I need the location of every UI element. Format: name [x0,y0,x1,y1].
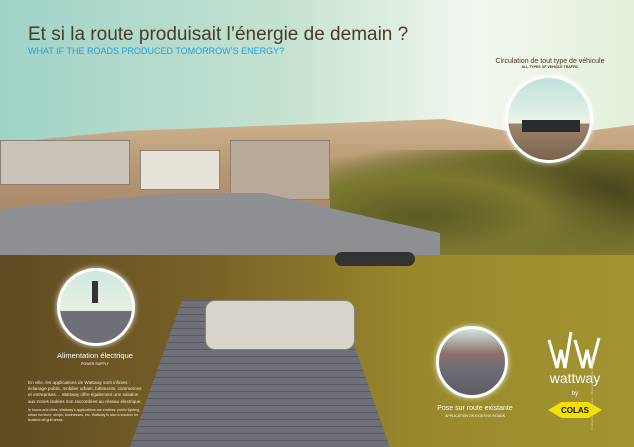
parking-building [205,300,355,350]
roads-callout-subtitle: APPLICATION ON EXISTING ROADS [445,414,505,418]
city-hall-building [140,150,220,190]
traffic-callout-circle [505,75,593,163]
power-callout-subtitle: POWER SUPPLY [81,362,109,366]
credits-text: Conception · Réalisation · Illustration … [590,355,594,430]
truck-icon [522,120,580,132]
body-text-en: In towns and cities, Wattway's applicati… [28,408,141,422]
body-text-fr: En ville, les applications de Wattway so… [28,380,142,404]
power-callout-title: Alimentation électrique [57,351,133,360]
colas-logo: COLAS [548,402,602,418]
page-subtitle: WHAT IF THE ROADS PRODUCED TOMORROW’S EN… [28,46,285,56]
roads-callout-title: Pose sur route existante [437,405,513,412]
power-callout-circle [57,268,135,346]
traffic-callout-title: Circulation de tout type de véhicule [495,58,605,65]
city-buildings-left [0,140,130,185]
existing-road-callout-circle [436,326,508,398]
traffic-callout-subtitle: ALL TYPES OF VEHICLE TRAFFIC [521,65,579,69]
page-title: Et si la route produisait l’énergie de d… [28,24,409,45]
wattway-wordmark: wattway [549,370,601,386]
by-label: by [571,391,579,397]
wattway-logo-icon [545,330,605,370]
traffic-light-icon [92,281,98,303]
tram [335,252,415,266]
city-buildings-center [230,140,330,200]
